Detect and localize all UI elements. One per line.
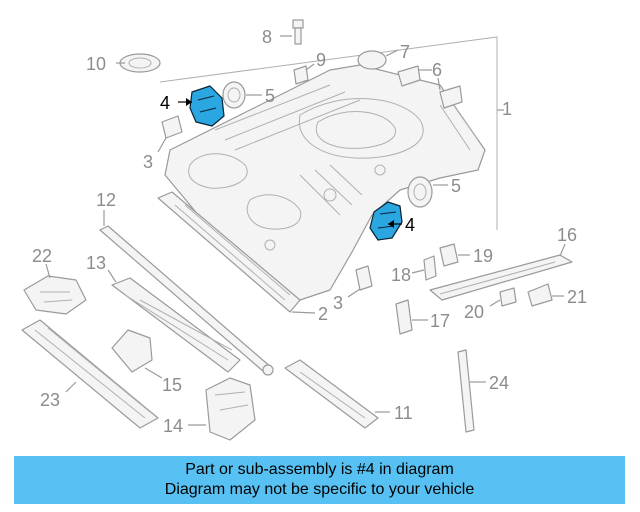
part-13-member	[107, 269, 241, 373]
info-banner: Part or sub-assembly is #4 in diagram Di…	[14, 456, 625, 504]
part-20-clip	[489, 287, 517, 307]
part-18-clip	[411, 255, 437, 281]
part-7-plug	[357, 50, 387, 70]
callout-10: 10	[86, 54, 106, 74]
callout-23: 23	[40, 390, 60, 410]
callout-17: 17	[430, 311, 450, 331]
callout-12: 12	[96, 190, 116, 210]
callout-24: 24	[489, 373, 509, 393]
callout-14: 14	[163, 416, 183, 436]
callout-15: 15	[162, 375, 182, 395]
callout-5-lower: 5	[451, 176, 461, 196]
assembly-outline	[159, 36, 498, 230]
callout-6: 6	[432, 60, 442, 80]
part-15-bracket	[111, 329, 163, 379]
part-11-rail	[284, 359, 390, 429]
callout-19: 19	[473, 246, 493, 266]
parts-diagram: 1 2 3 3 4 4 5 5 6 7 8 9 10 11 12 13 14 1…	[21, 19, 587, 441]
part-22-bracket	[23, 263, 87, 315]
callout-16: 16	[557, 225, 577, 245]
part-5-grommet-upper	[222, 81, 262, 109]
callout-4-lower[interactable]: 4	[405, 215, 415, 235]
callout-3-lower: 3	[333, 293, 343, 313]
part-19-bracket	[439, 243, 470, 267]
callout-7: 7	[400, 42, 410, 62]
callout-9: 9	[316, 50, 326, 70]
callout-13: 13	[86, 253, 106, 273]
callout-18: 18	[391, 265, 411, 285]
banner-line-1: Part or sub-assembly is #4 in diagram	[185, 461, 454, 478]
part-24-strap	[457, 349, 486, 433]
callout-5-upper: 5	[265, 86, 275, 106]
part-4-highlighted-upper[interactable]	[178, 85, 225, 127]
part-23-rail	[21, 319, 159, 429]
part-6-brackets	[397, 65, 463, 109]
part-9-clip	[293, 63, 315, 85]
callout-20: 20	[464, 302, 484, 322]
callout-22: 22	[32, 246, 52, 266]
part-14-bracket	[188, 377, 256, 441]
banner-line-2: Diagram may not be specific to your vehi…	[164, 481, 475, 498]
callout-4-upper[interactable]: 4	[160, 93, 170, 113]
part-16-rail	[429, 243, 573, 301]
callout-1: 1	[502, 99, 512, 119]
callout-2: 2	[318, 304, 328, 324]
part-8-bolt	[280, 19, 304, 45]
part-12-bar	[99, 210, 274, 376]
part-3-bracket-lower	[355, 265, 373, 291]
part-17-plate	[395, 299, 428, 335]
callout-8: 8	[262, 27, 272, 47]
callout-21: 21	[567, 287, 587, 307]
callout-3-upper: 3	[143, 152, 153, 172]
callout-11: 11	[394, 403, 413, 423]
part-3-bracket-upper	[161, 115, 183, 139]
part-10-cap	[116, 53, 161, 73]
part-4-highlighted-lower[interactable]	[369, 201, 403, 241]
part-5-grommet-lower	[407, 176, 448, 208]
part-21-bracket	[527, 283, 564, 307]
part-2-rail	[157, 191, 316, 314]
